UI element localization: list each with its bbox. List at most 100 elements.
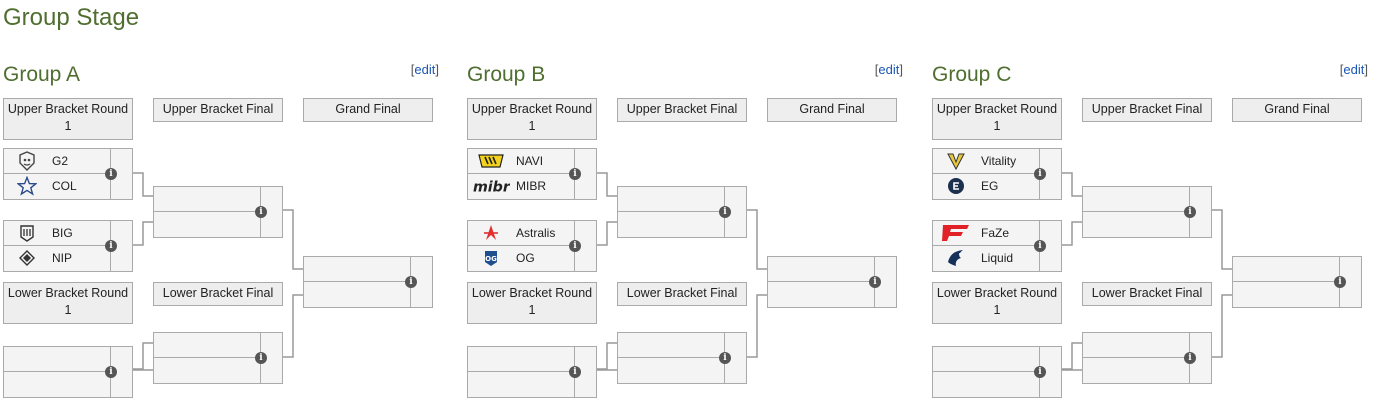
team-slot[interactable]: COL — [4, 174, 110, 199]
team-slot[interactable] — [4, 372, 110, 397]
match-grand-final[interactable]: i — [767, 256, 897, 308]
match-info-icon[interactable]: i — [569, 240, 581, 252]
match-info-icon[interactable]: i — [105, 240, 117, 252]
team-name: MIBR — [516, 179, 546, 193]
team-slot[interactable]: EG — [933, 174, 1039, 199]
team-slot[interactable] — [468, 347, 574, 372]
match-lb-final[interactable]: i — [153, 332, 283, 384]
match-info-icon[interactable]: i — [105, 366, 117, 378]
team-name: BIG — [52, 226, 73, 240]
nip-logo-icon — [8, 248, 46, 268]
team-name: Vitality — [981, 154, 1017, 168]
team-name: COL — [52, 179, 77, 193]
team-slot[interactable]: NAVI — [468, 149, 574, 174]
team-slot[interactable] — [618, 212, 724, 237]
match-info-icon[interactable]: i — [405, 276, 417, 288]
match-info-icon[interactable]: i — [1034, 366, 1046, 378]
header-upper-bracket-final: Upper Bracket Final — [153, 98, 283, 122]
edit-link[interactable]: [edit] — [874, 62, 903, 77]
team-slot[interactable] — [933, 347, 1039, 372]
team-slot[interactable] — [304, 282, 410, 307]
team-slot[interactable]: Vitality — [933, 149, 1039, 174]
match-ub-r1-2[interactable]: BIG NIP i — [3, 220, 133, 272]
team-slot[interactable]: Astralis — [468, 221, 574, 246]
team-slot[interactable] — [468, 372, 574, 397]
team-slot[interactable]: FaZe — [933, 221, 1039, 246]
match-ub-r1-1[interactable]: G2 COL i — [3, 148, 133, 200]
team-slot[interactable] — [1233, 282, 1339, 307]
team-slot[interactable]: G2 — [4, 149, 110, 174]
bracket-connectors — [133, 172, 303, 371]
match-info-icon[interactable]: i — [719, 352, 731, 364]
match-lb-final[interactable]: i — [1082, 332, 1212, 384]
astralis-logo-icon — [472, 223, 510, 243]
match-info-icon[interactable]: i — [1034, 240, 1046, 252]
team-slot[interactable] — [768, 257, 874, 282]
match-info-icon[interactable]: i — [719, 206, 731, 218]
header-lower-bracket-final: Lower Bracket Final — [1082, 282, 1212, 306]
header-upper-bracket-round-1: Upper Bracket Round 1 — [3, 98, 133, 140]
header-upper-bracket-final: Upper Bracket Final — [617, 98, 747, 122]
match-info-icon[interactable]: i — [569, 366, 581, 378]
header-upper-bracket-final: Upper Bracket Final — [1082, 98, 1212, 122]
team-name: OG — [516, 251, 535, 265]
match-ub-r1-2[interactable]: Astralis OG OG i — [467, 220, 597, 272]
match-info-icon[interactable]: i — [1184, 352, 1196, 364]
team-name: FaZe — [981, 226, 1010, 240]
match-lb-r1[interactable]: i — [467, 346, 597, 398]
team-slot[interactable] — [1083, 187, 1189, 212]
match-info-icon[interactable]: i — [1034, 168, 1046, 180]
match-info-icon[interactable]: i — [569, 168, 581, 180]
team-slot[interactable] — [154, 187, 260, 212]
team-name: NAVI — [516, 154, 544, 168]
match-info-icon[interactable]: i — [255, 352, 267, 364]
team-name: Astralis — [516, 226, 556, 240]
team-slot[interactable]: Liquid — [933, 246, 1039, 271]
team-slot[interactable]: OG OG — [468, 246, 574, 271]
bracket-connectors — [1062, 172, 1232, 371]
team-slot[interactable] — [1083, 212, 1189, 237]
match-grand-final[interactable]: i — [303, 256, 433, 308]
team-slot[interactable]: BIG — [4, 221, 110, 246]
match-ub-final[interactable]: i — [617, 186, 747, 238]
navi-logo-icon — [472, 151, 510, 171]
match-lb-r1[interactable]: i — [3, 346, 133, 398]
team-slot[interactable] — [154, 212, 260, 237]
header-upper-bracket-round-1: Upper Bracket Round 1 — [467, 98, 597, 140]
match-ub-r1-2[interactable]: FaZe Liquid i — [932, 220, 1062, 272]
team-slot[interactable] — [304, 257, 410, 282]
team-slot[interactable] — [768, 282, 874, 307]
team-slot[interactable] — [1083, 333, 1189, 358]
match-ub-final[interactable]: i — [153, 186, 283, 238]
header-lower-bracket-round-1: Lower Bracket Round 1 — [3, 282, 133, 324]
group-a: Group A [edit] Upper Bracket Round 1 Upp… — [3, 55, 443, 420]
team-slot[interactable] — [4, 347, 110, 372]
team-name: Liquid — [981, 251, 1014, 265]
team-slot[interactable]: mibr MIBR — [468, 174, 574, 199]
g2-logo-icon — [8, 151, 46, 171]
team-slot[interactable] — [618, 358, 724, 383]
match-grand-final[interactable]: i — [1232, 256, 1362, 308]
edit-link[interactable]: [edit] — [1339, 62, 1368, 77]
match-info-icon[interactable]: i — [1184, 206, 1196, 218]
team-slot[interactable] — [618, 187, 724, 212]
liquid-logo-icon — [937, 248, 975, 268]
team-slot[interactable] — [618, 333, 724, 358]
team-slot[interactable]: NIP — [4, 246, 110, 271]
match-info-icon[interactable]: i — [1334, 276, 1346, 288]
match-lb-final[interactable]: i — [617, 332, 747, 384]
match-lb-r1[interactable]: i — [932, 346, 1062, 398]
match-ub-r1-1[interactable]: Vitality EG i — [932, 148, 1062, 200]
team-slot[interactable] — [1233, 257, 1339, 282]
team-slot[interactable] — [1083, 358, 1189, 383]
edit-link[interactable]: [edit] — [410, 62, 439, 77]
match-info-icon[interactable]: i — [105, 168, 117, 180]
team-slot[interactable] — [933, 372, 1039, 397]
match-ub-final[interactable]: i — [1082, 186, 1212, 238]
match-info-icon[interactable]: i — [869, 276, 881, 288]
team-slot[interactable] — [154, 358, 260, 383]
team-name: EG — [981, 179, 999, 193]
match-info-icon[interactable]: i — [255, 206, 267, 218]
match-ub-r1-1[interactable]: NAVI mibr MIBR i — [467, 148, 597, 200]
team-slot[interactable] — [154, 333, 260, 358]
